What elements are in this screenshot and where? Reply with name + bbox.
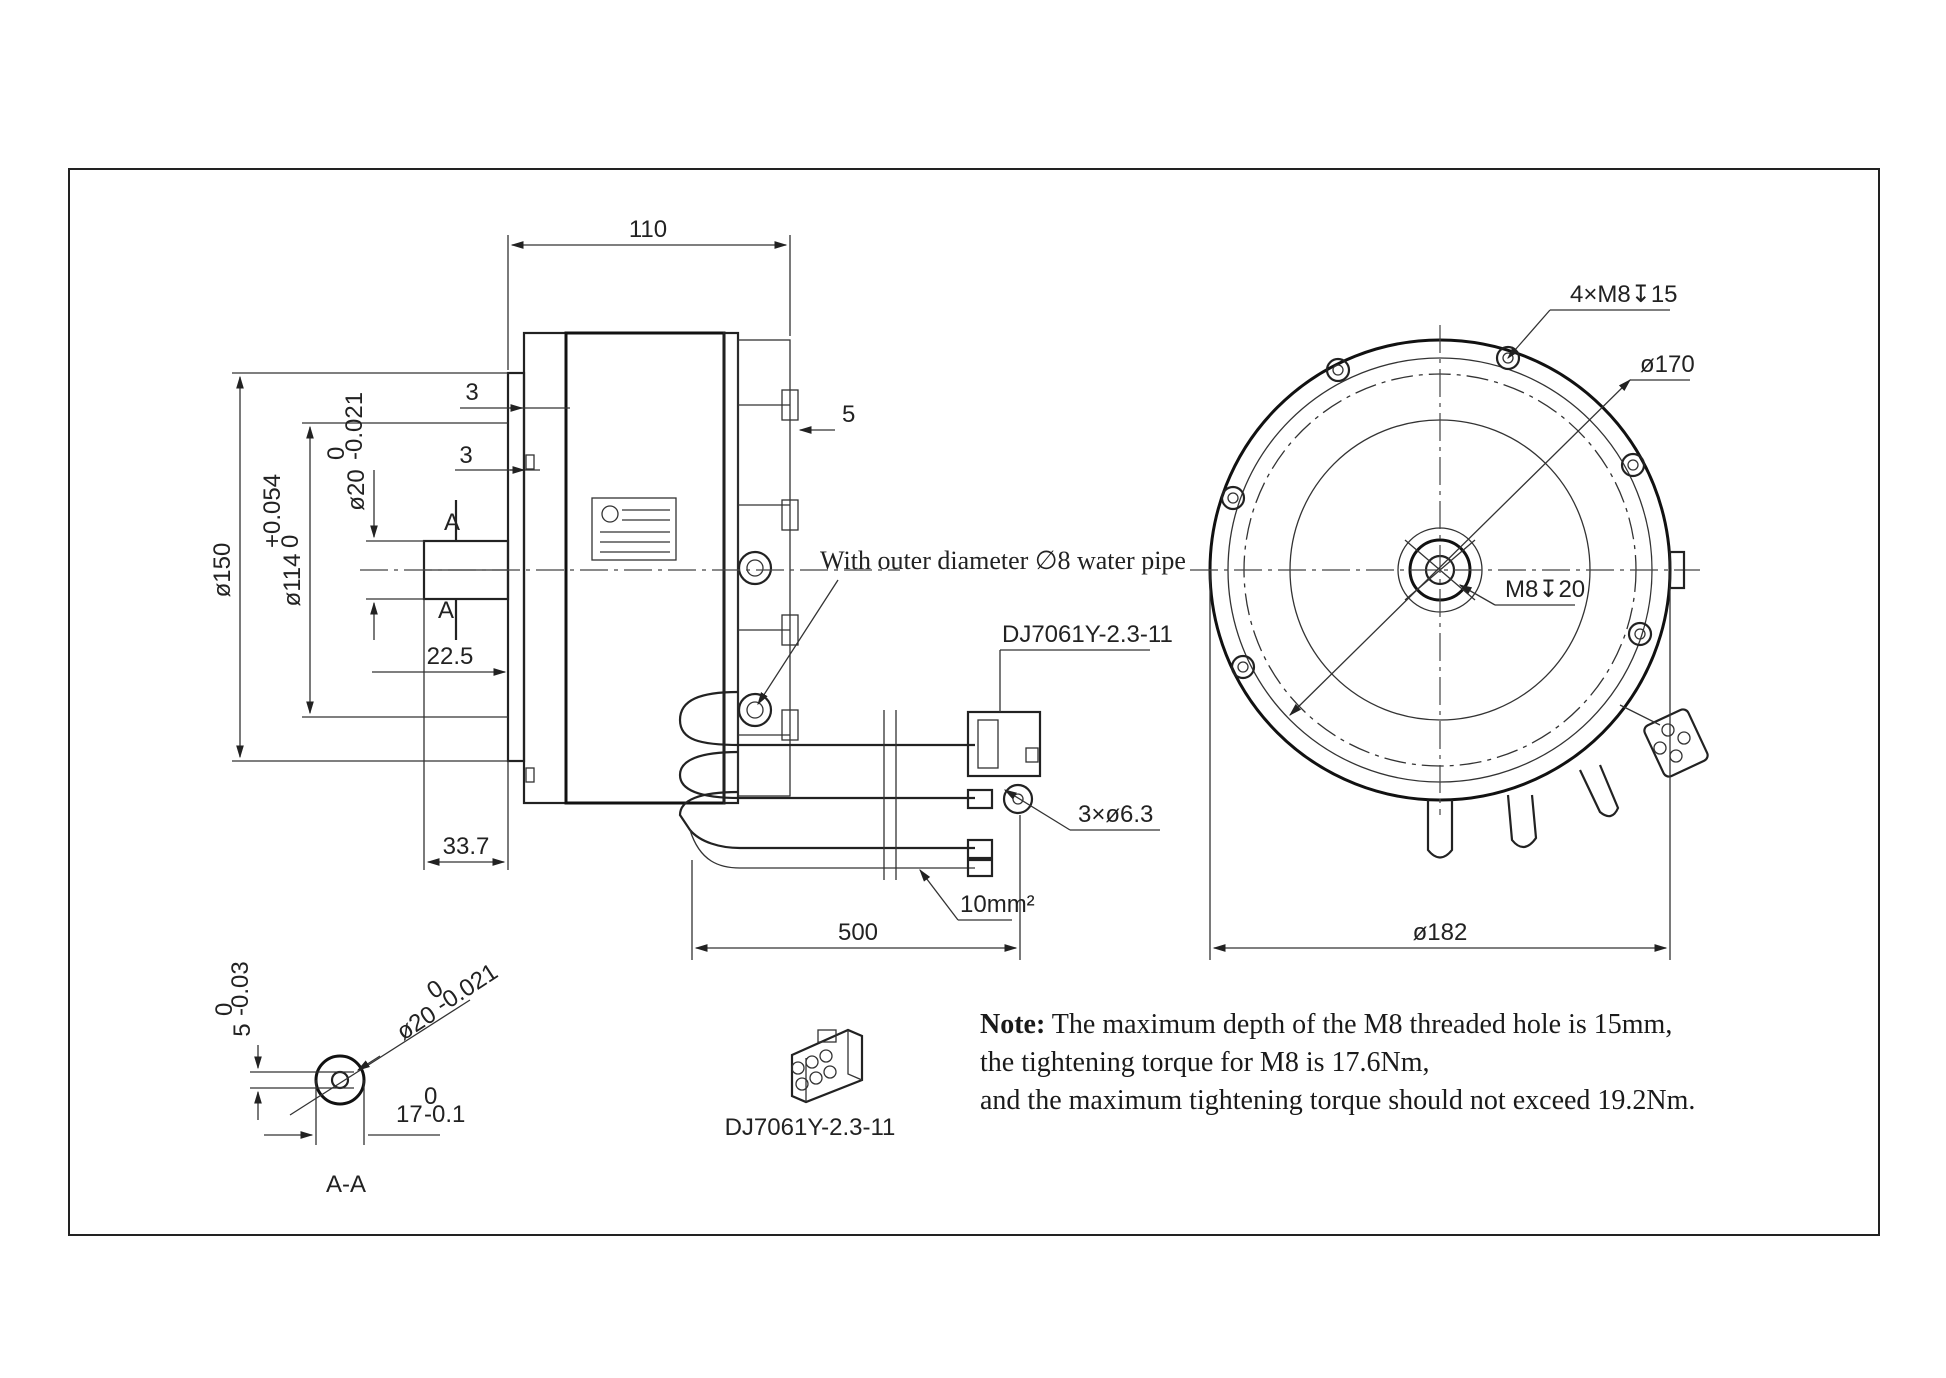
wire-area-label: 10mm² xyxy=(960,891,1035,918)
dim-d114-tol-upper: +0.054 xyxy=(259,474,286,548)
section-aa-title: A-A xyxy=(326,1171,366,1198)
dim-shaft-22-5: 22.5 xyxy=(427,643,474,670)
note-line-2: the tightening torque for M8 is 17.6Nm, xyxy=(980,1047,1430,1078)
note-line-3: and the maximum tightening torque should… xyxy=(980,1085,1696,1116)
aa-key-tol-upper: 0 xyxy=(211,1003,238,1016)
dim-d20: ø20 xyxy=(343,469,370,510)
note-line-1: Note: The maximum depth of the M8 thread… xyxy=(980,1006,1860,1044)
aa-key: 5 xyxy=(229,1023,256,1036)
side-view xyxy=(360,331,900,805)
section-mark-bottom: A xyxy=(438,597,454,624)
cable-bundle xyxy=(678,690,1042,880)
water-pipe-label: With outer diameter ∅8 water pipe xyxy=(820,546,1186,575)
drawing-frame xyxy=(68,168,1880,1236)
dim-flange-3a: 3 xyxy=(465,379,478,406)
dim-d170: ø170 xyxy=(1640,351,1695,378)
dim-base-33-7: 33.7 xyxy=(443,833,490,860)
connector-detail-label: DJ7061Y-2.3-11 xyxy=(725,1114,896,1141)
aa-depth: 17 xyxy=(396,1101,423,1128)
dim-gap-5: 5 xyxy=(842,401,855,428)
dim-center-m8: M8↧20 xyxy=(1505,576,1585,603)
dim-d182: ø182 xyxy=(1413,919,1468,946)
dim-d114-tol-lower: 0 xyxy=(277,535,304,548)
dim-flange-3b: 3 xyxy=(459,442,472,469)
front-view: ø170 4×M8↧15 M8↧20 ø182 xyxy=(1190,281,1709,960)
aa-dia: ø20 xyxy=(392,1001,441,1046)
lugs-label: 3×ø6.3 xyxy=(1078,801,1153,828)
dim-d20-tol-upper: 0 xyxy=(323,447,350,460)
dim-d114: ø114 xyxy=(279,554,306,607)
aa-key-tol-lower: -0.03 xyxy=(227,961,254,1016)
side-view-dimensions: 110 3 3 5 ø150 ø114 +0.054 0 ø20 0 xyxy=(209,216,1186,960)
note-label: Note: xyxy=(980,1009,1046,1040)
dim-d150: ø150 xyxy=(209,543,236,598)
section-a-a: 5 0 -0.03 ø20 0 -0.021 17 0 -0.1 A-A xyxy=(211,958,503,1198)
connector-detail: DJ7061Y-2.3-11 xyxy=(725,1028,896,1141)
dim-d20-tol-lower: -0.021 xyxy=(341,392,368,460)
aa-dia-tol-lower: -0.021 xyxy=(431,958,503,1018)
connector-label: DJ7061Y-2.3-11 xyxy=(1002,621,1173,648)
section-mark-top: A xyxy=(444,509,460,536)
aa-depth-tol-upper: 0 xyxy=(424,1083,437,1110)
dim-cable-500: 500 xyxy=(838,919,878,946)
note-block: Note: The maximum depth of the M8 thread… xyxy=(980,1006,1860,1120)
aa-depth-tol-lower: -0.1 xyxy=(424,1101,465,1128)
dim-length: 110 xyxy=(629,216,667,243)
note-text-1: The maximum depth of the M8 threaded hol… xyxy=(1051,1009,1673,1040)
dim-4xm8: 4×M8↧15 xyxy=(1570,281,1678,308)
